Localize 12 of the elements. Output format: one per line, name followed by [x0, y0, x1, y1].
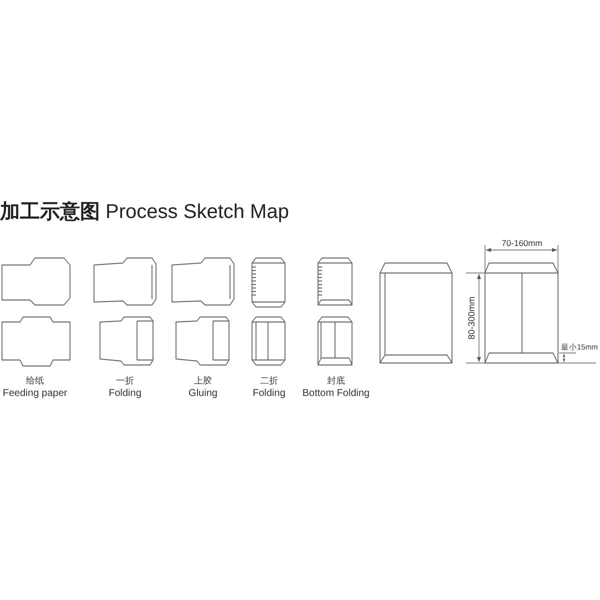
step-caption: 上胶 — [194, 376, 212, 386]
step-caption: 给纸 — [26, 376, 44, 386]
step-caption: Folding — [252, 389, 286, 399]
step-caption: 封底 — [327, 376, 345, 386]
step-caption: 一折 — [116, 376, 134, 386]
step-caption: Gluing — [188, 389, 218, 399]
step-caption: Feeding paper — [2, 389, 68, 399]
step-caption: Bottom Folding — [302, 389, 370, 399]
step-caption: Folding — [108, 389, 142, 399]
step-caption: 二折 — [260, 376, 278, 386]
dimension-label: 70-160mm — [502, 238, 542, 248]
dimension-label: 80-300mm — [468, 296, 476, 340]
